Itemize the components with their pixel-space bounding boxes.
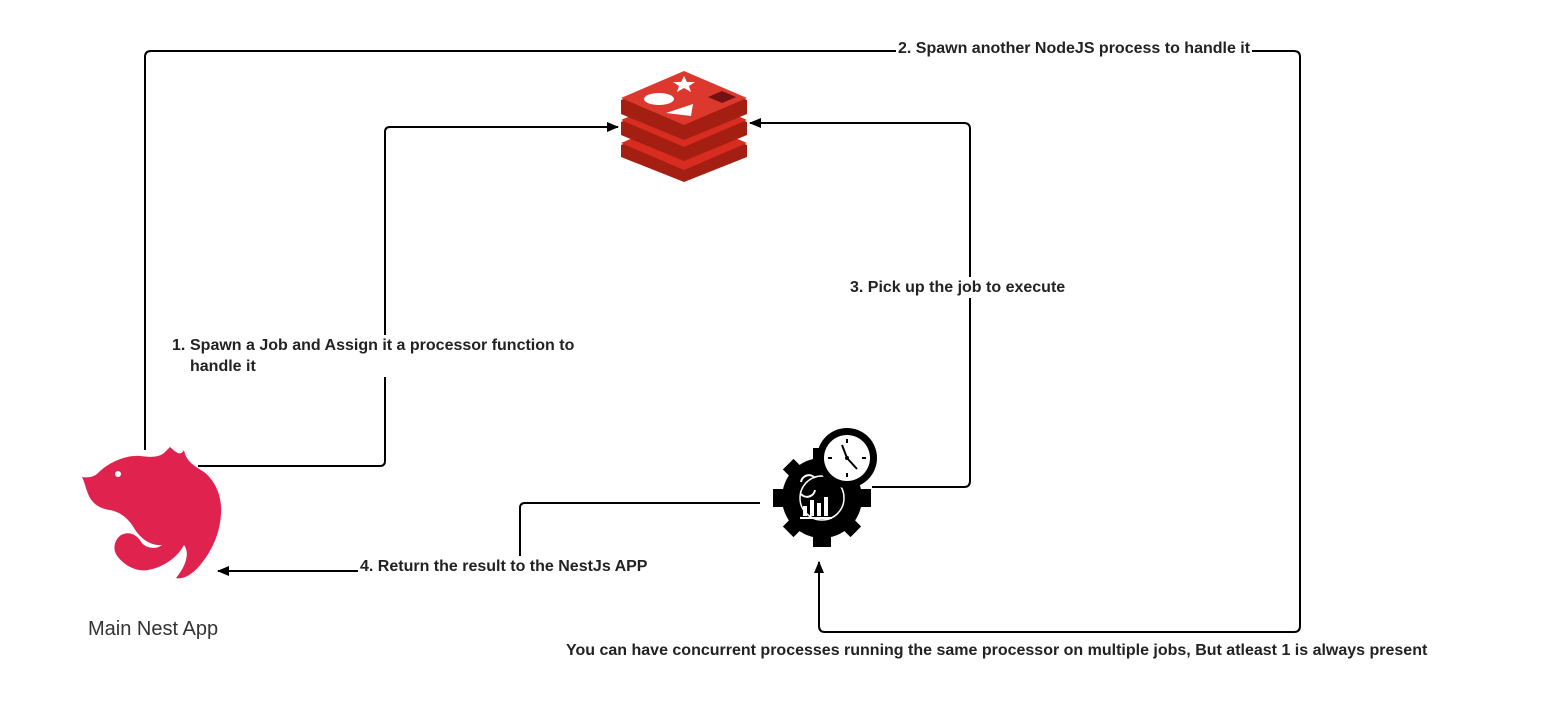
connector-spawn-process: [144, 50, 1301, 633]
nest-app-caption: Main Nest App: [88, 618, 219, 640]
connector-spawn-job: [198, 122, 619, 467]
connector-pick-up: [749, 118, 971, 488]
edge-label-pick-up: 3. Pick up the job to execute: [848, 277, 1068, 298]
edge-label-spawn-process: 2. Spawn another NodeJS process to handl…: [896, 38, 1253, 59]
redis-logo-icon: [621, 71, 747, 182]
edge-label-return-result: 4. Return the result to the NestJs APP: [358, 556, 650, 577]
gear-clock-processor-icon: [773, 428, 877, 547]
edge-label-spawn-job-text: Spawn a Job and Assign it a processor fu…: [190, 335, 622, 377]
concurrency-note: You can have concurrent processes runnin…: [566, 642, 1428, 659]
edge-label-spawn-job: 1. Spawn a Job and Assign it a processor…: [172, 335, 628, 377]
nestjs-logo-icon: [82, 447, 222, 579]
edge-label-spawn-job-number: 1.: [172, 335, 186, 356]
